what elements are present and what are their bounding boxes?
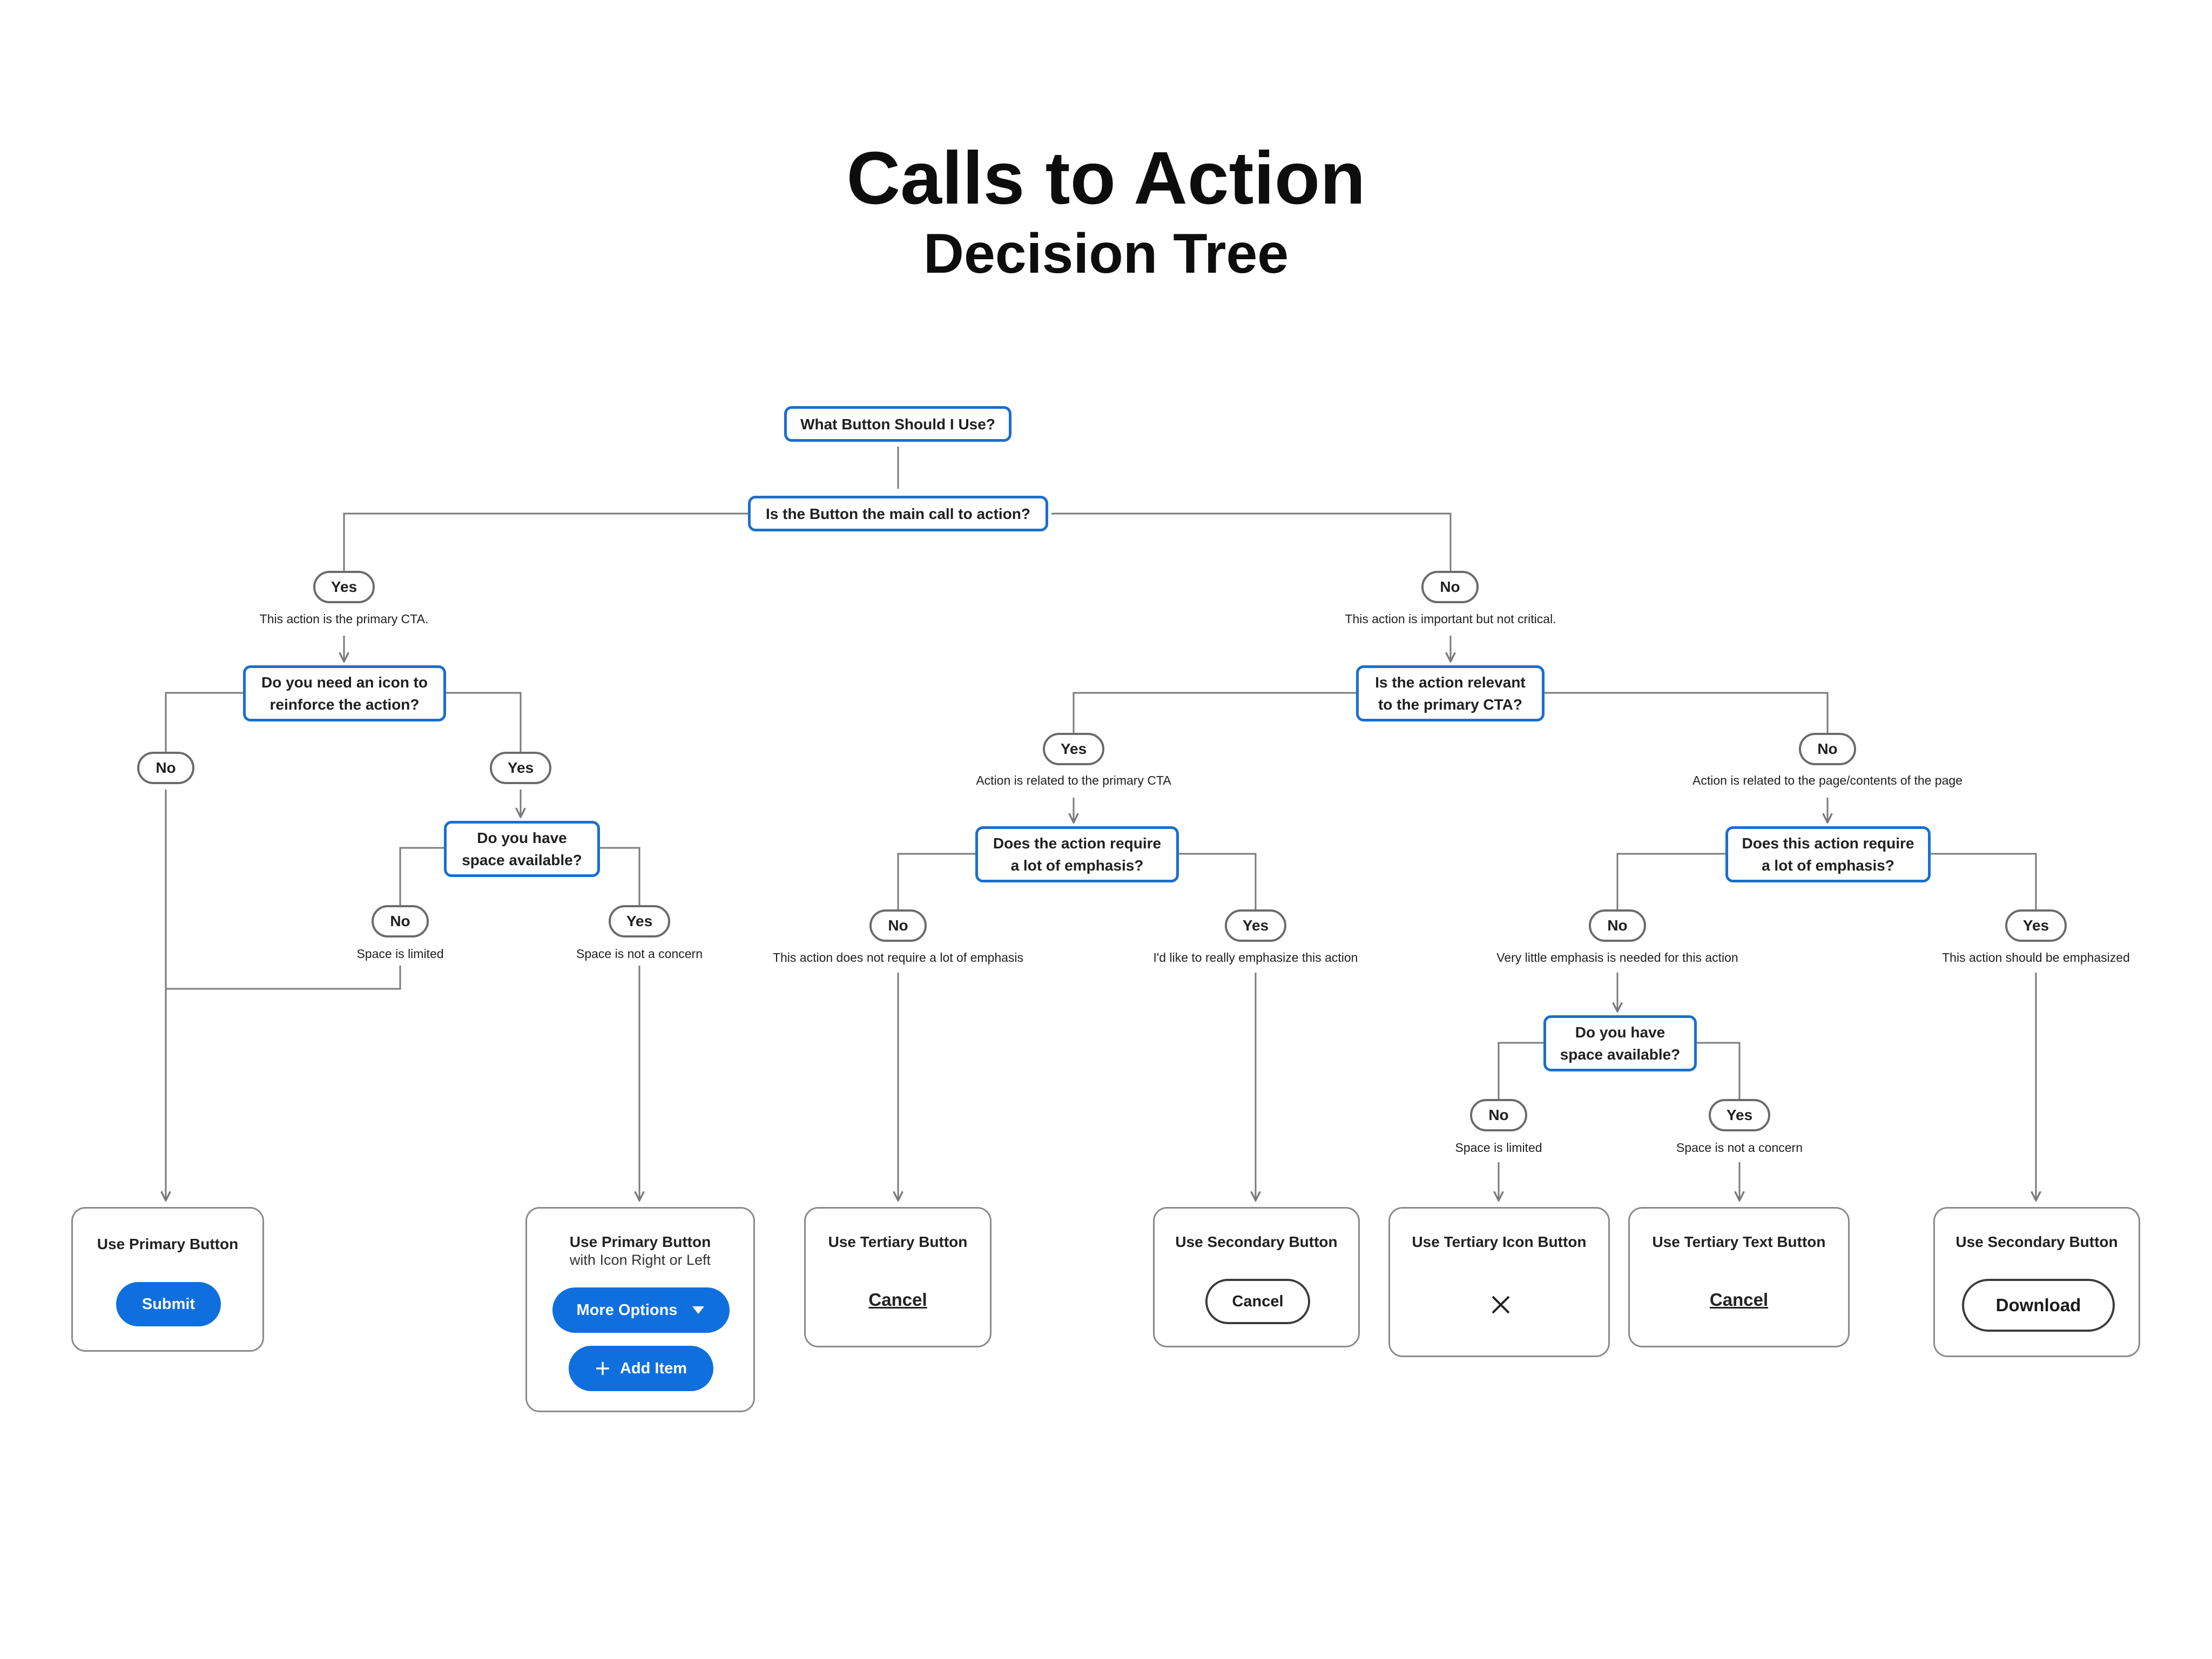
answer-yes-space-left: Yes xyxy=(609,905,670,938)
node-space-right: Do you have space available? xyxy=(1543,1015,1697,1071)
note-no-space-left: Space is limited xyxy=(356,947,444,961)
secondary-cancel-button[interactable]: Cancel xyxy=(1205,1279,1310,1324)
node-emphasis-related: Does the action require a lot of emphasi… xyxy=(975,826,1179,882)
result-tertiary-text-card: Use Tertiary Text Button Cancel xyxy=(1628,1207,1850,1347)
answer-no-relevant: No xyxy=(1799,733,1856,765)
result-secondary-a-title: Use Secondary Button xyxy=(1175,1233,1338,1250)
note-no-emph-page: Very little emphasis is needed for this … xyxy=(1496,950,1738,965)
node-emphasis-page: Does this action require a lot of emphas… xyxy=(1725,826,1931,882)
node-start: What Button Should I Use? xyxy=(784,406,1011,442)
result-primary-card: Use Primary Button Submit xyxy=(71,1207,264,1352)
more-options-label: More Options xyxy=(576,1301,678,1319)
result-tertiary-icon-title: Use Tertiary Icon Button xyxy=(1412,1233,1587,1250)
line-space-to-yes xyxy=(600,847,640,905)
line-relevant-to-no xyxy=(1545,692,1829,733)
note-yes-emph-page: This action should be emphasized xyxy=(1942,950,2130,965)
line-icon-to-yes xyxy=(446,692,522,752)
page-title: Calls to Action xyxy=(846,137,1366,220)
note-no-relevant: Action is related to the page/contents o… xyxy=(1692,773,1963,787)
result-secondary-a-card: Use Secondary Button Cancel xyxy=(1153,1207,1360,1347)
result-primary-title: Use Primary Button xyxy=(97,1236,239,1252)
note-no-emph-related: This action does not require a lot of em… xyxy=(772,950,1024,965)
answer-yes-emph-page: Yes xyxy=(2005,909,2067,942)
caret-down-icon xyxy=(692,1306,705,1314)
node-main-cta: Is the Button the main call to action? xyxy=(748,496,1048,531)
note-yes-relevant: Action is related to the primary CTA xyxy=(976,773,1171,787)
result-primary-icon-subtitle: with Icon Right or Left xyxy=(569,1252,711,1268)
result-tertiary-card: Use Tertiary Button Cancel xyxy=(804,1207,992,1347)
page-subtitle: Decision Tree xyxy=(923,222,1289,285)
line-emph-related-to-no xyxy=(897,853,975,909)
result-tertiary-icon-card: Use Tertiary Icon Button xyxy=(1388,1207,1610,1357)
tertiary-cancel-button[interactable]: Cancel xyxy=(868,1290,927,1310)
note-no-space-right: Space is limited xyxy=(1455,1141,1542,1155)
add-item-label: Add Item xyxy=(619,1359,687,1377)
add-item-button[interactable]: Add Item xyxy=(569,1346,713,1391)
answer-yes-main: Yes xyxy=(313,571,375,603)
node-relevant: Is the action relevant to the primary CT… xyxy=(1356,665,1545,721)
download-button[interactable]: Download xyxy=(1962,1279,2115,1332)
note-yes-emph-related: I'd like to really emphasize this action xyxy=(1153,950,1358,965)
answer-yes-icon: Yes xyxy=(490,752,551,784)
answer-yes-relevant: Yes xyxy=(1043,733,1104,765)
result-secondary-b-card: Use Secondary Button Download xyxy=(1933,1207,2140,1357)
answer-no-main: No xyxy=(1421,571,1479,603)
result-secondary-b-title: Use Secondary Button xyxy=(1955,1233,2118,1250)
answer-no-space-right: No xyxy=(1470,1099,1527,1131)
node-space-left: Do you have space available? xyxy=(444,821,600,877)
answer-no-emph-page: No xyxy=(1589,909,1646,942)
answer-no-emph-related: No xyxy=(869,909,927,942)
note-yes-space-right: Space is not a concern xyxy=(1676,1141,1803,1155)
more-options-button[interactable]: More Options xyxy=(552,1287,730,1333)
plus-icon xyxy=(596,1362,609,1375)
line-space-right-to-yes xyxy=(1697,1042,1741,1099)
tertiary-text-cancel-button[interactable]: Cancel xyxy=(1709,1290,1769,1310)
line-emph-related-to-yes xyxy=(1179,853,1257,909)
line-space-to-no xyxy=(399,847,444,905)
line-space-right-to-no xyxy=(1498,1042,1543,1099)
line-main-to-yes xyxy=(343,512,748,571)
result-primary-icon-card: Use Primary Button with Icon Right or Le… xyxy=(525,1207,755,1412)
note-yes-main: This action is the primary CTA. xyxy=(259,612,429,626)
line-emph-page-to-no xyxy=(1616,853,1725,909)
line-emph-page-to-yes xyxy=(1931,853,2037,909)
answer-no-icon: No xyxy=(137,752,194,784)
submit-button[interactable]: Submit xyxy=(116,1282,221,1326)
result-tertiary-text-title: Use Tertiary Text Button xyxy=(1652,1233,1826,1250)
note-yes-space-left: Space is not a concern xyxy=(576,947,703,961)
close-icon[interactable] xyxy=(1490,1294,1512,1316)
answer-no-space-left: No xyxy=(372,905,429,938)
line-icon-to-no xyxy=(165,692,243,752)
line-limited-join xyxy=(166,966,401,990)
line-main-to-no xyxy=(1051,512,1452,571)
result-tertiary-title: Use Tertiary Button xyxy=(828,1233,968,1250)
node-need-icon: Do you need an icon to reinforce the act… xyxy=(243,665,446,721)
line-relevant-to-yes xyxy=(1073,692,1356,733)
answer-yes-space-right: Yes xyxy=(1709,1099,1770,1131)
note-no-main: This action is important but not critica… xyxy=(1345,612,1556,626)
result-primary-icon-title: Use Primary Button xyxy=(569,1233,711,1250)
answer-yes-emph-related: Yes xyxy=(1225,909,1286,942)
